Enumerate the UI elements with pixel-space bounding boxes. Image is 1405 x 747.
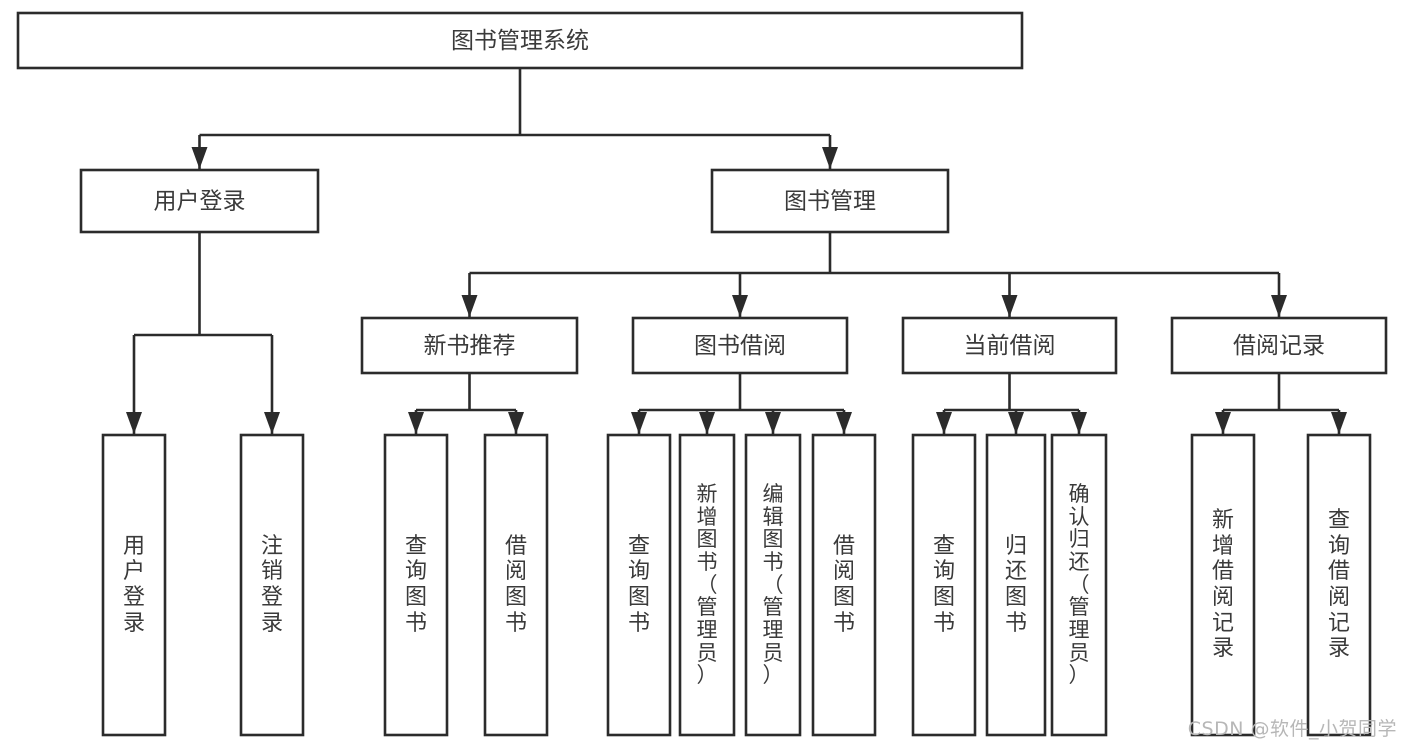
arrow-head-icon: [936, 412, 952, 434]
node-box-leaf-10[interactable]: [1050, 433, 1108, 737]
node-box-level2-0[interactable]: [79, 168, 320, 234]
arrow-head-icon: [822, 147, 838, 169]
node-label-level3-3: 借阅记录: [1233, 333, 1325, 359]
node-label-level3-0: 新书推荐: [424, 333, 516, 359]
arrow-head-icon: [191, 147, 208, 169]
node-box-leaf-12[interactable]: [1306, 433, 1372, 737]
node-box-root[interactable]: [16, 11, 1024, 70]
node-box-level3-1[interactable]: [631, 316, 849, 375]
arrow-head-icon: [836, 412, 852, 434]
node-box-leaf-7[interactable]: [811, 433, 877, 737]
arrow-head-icon: [732, 295, 748, 317]
node-label-level3-2: 当前借阅: [964, 333, 1056, 359]
node-box-leaf-5[interactable]: [678, 433, 736, 737]
arrow-head-icon: [699, 412, 715, 434]
node-box-leaf-9[interactable]: [985, 433, 1047, 737]
node-label-level2-1: 图书管理: [784, 189, 876, 215]
node-box-leaf-8[interactable]: [911, 433, 977, 737]
node-box-level3-3[interactable]: [1170, 316, 1388, 375]
node-box-leaf-0[interactable]: [101, 433, 167, 737]
node-label-level2-0: 用户登录: [154, 189, 246, 215]
node-box-level3-2[interactable]: [901, 316, 1118, 375]
arrow-head-icon: [508, 412, 524, 434]
arrow-head-icon: [264, 412, 280, 434]
arrow-head-icon: [631, 412, 647, 434]
arrow-head-icon: [1271, 295, 1287, 317]
node-box-level2-1[interactable]: [710, 168, 950, 234]
node-box-leaf-6[interactable]: [744, 433, 802, 737]
arrow-head-icon: [1071, 412, 1087, 434]
node-label-root: 图书管理系统: [451, 28, 589, 54]
arrow-head-icon: [1008, 412, 1024, 434]
connectors-layer: [126, 68, 1347, 434]
node-box-leaf-11[interactable]: [1190, 433, 1256, 737]
arrow-head-icon: [765, 412, 781, 434]
node-box-level3-0[interactable]: [360, 316, 579, 375]
arrow-head-icon: [408, 412, 424, 434]
node-box-leaf-2[interactable]: [383, 433, 449, 737]
arrow-head-icon: [126, 412, 142, 434]
node-box-leaf-4[interactable]: [606, 433, 672, 737]
arrow-head-icon: [461, 295, 478, 317]
node-box-leaf-1[interactable]: [239, 433, 305, 737]
arrow-head-icon: [1001, 295, 1018, 317]
node-label-level3-1: 图书借阅: [694, 333, 786, 359]
node-box-leaf-3[interactable]: [483, 433, 549, 737]
arrow-head-icon: [1331, 412, 1347, 434]
arrow-head-icon: [1215, 412, 1231, 434]
csdn-watermark: CSDN @软件_小贺同学: [1187, 718, 1397, 740]
